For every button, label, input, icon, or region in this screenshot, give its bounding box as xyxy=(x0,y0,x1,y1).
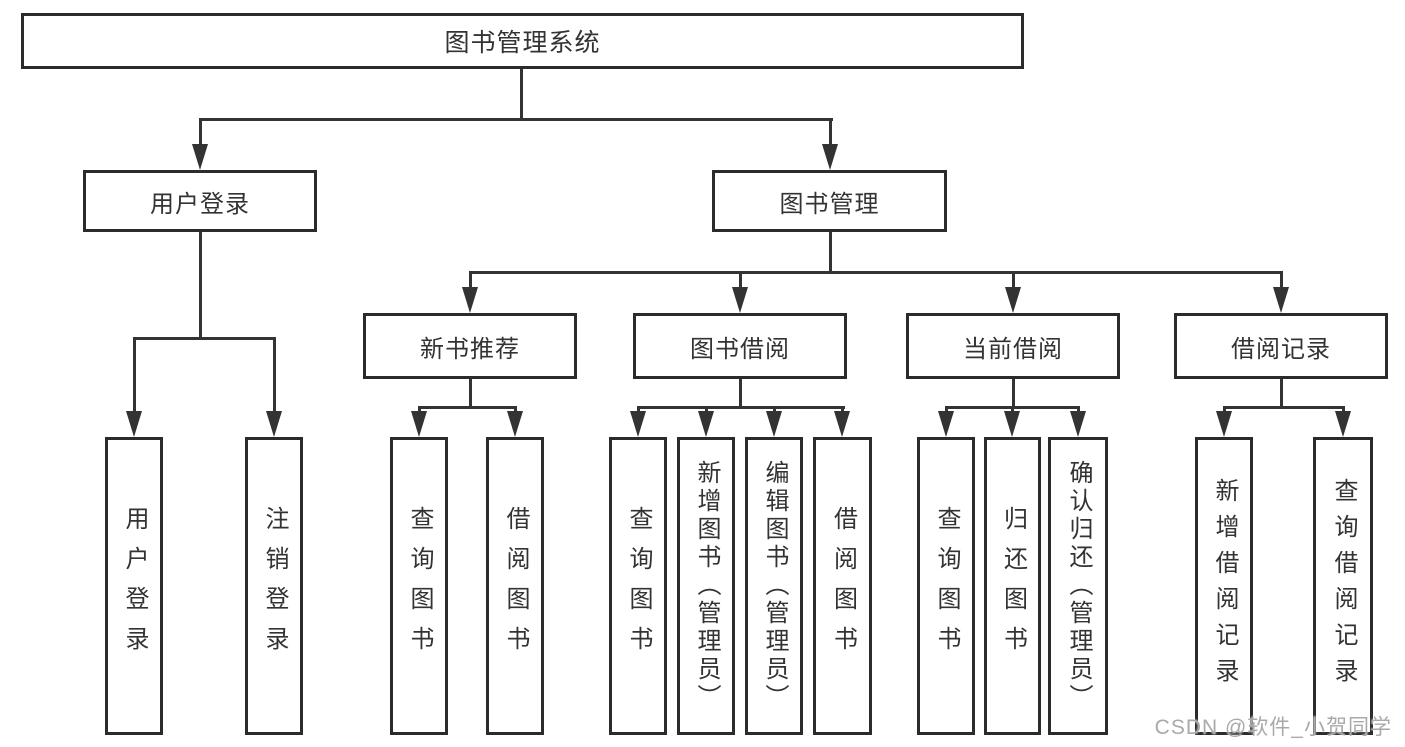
connector-to-current-borrowing xyxy=(1012,271,1015,291)
node-book-management: 图书管理 xyxy=(712,170,947,232)
connector-to-leaf-logout xyxy=(273,337,276,415)
arrow-down-icon xyxy=(1335,411,1351,437)
connector-level3-rail xyxy=(469,271,1283,274)
leaf-add-borrow-record: 新增借阅记录 xyxy=(1195,437,1253,735)
leaf-query-books-recommend: 查询图书 xyxy=(390,437,448,735)
connector-to-user-login xyxy=(199,118,202,148)
connector-user-login-stem xyxy=(199,232,202,340)
leaf-query-books-borrowing: 查询图书 xyxy=(609,437,667,735)
arrow-down-icon xyxy=(192,144,208,170)
arrow-down-icon xyxy=(834,411,850,437)
arrow-down-icon xyxy=(507,411,523,437)
connector-to-borrow-records xyxy=(1280,271,1283,291)
leaf-query-borrow-record: 查询借阅记录 xyxy=(1313,437,1373,735)
arrow-down-icon xyxy=(462,287,478,313)
arrow-down-icon xyxy=(1273,287,1289,313)
node-new-book-recommend: 新书推荐 xyxy=(363,313,577,379)
leaf-query-books-current: 查询图书 xyxy=(917,437,975,735)
leaf-add-books-admin: 新增图书（管理员） xyxy=(677,437,735,735)
arrow-down-icon xyxy=(822,144,838,170)
connector-root-stem xyxy=(520,69,523,121)
leaf-confirm-return-admin: 确认归还（管理员） xyxy=(1048,437,1108,735)
arrow-down-icon xyxy=(698,411,714,437)
node-user-login: 用户登录 xyxy=(83,170,317,232)
leaf-logout: 注销登录 xyxy=(245,437,303,735)
leaf-return-books: 归还图书 xyxy=(984,437,1041,735)
connector-records-rail xyxy=(1223,406,1345,409)
leaf-borrow-books-borrowing: 借阅图书 xyxy=(813,437,872,735)
node-borrow-records: 借阅记录 xyxy=(1174,313,1388,379)
arrow-down-icon xyxy=(266,411,282,437)
connector-borrowing-rail xyxy=(637,406,845,409)
connector-borrowing-stem xyxy=(739,379,742,409)
node-root-library-system: 图书管理系统 xyxy=(21,13,1024,69)
watermark-text: CSDN @软件_小贺同学 xyxy=(1154,716,1392,739)
connector-to-book-management xyxy=(829,118,832,148)
arrow-down-icon xyxy=(411,411,427,437)
arrow-down-icon xyxy=(1004,411,1020,437)
arrow-down-icon xyxy=(126,411,142,437)
connector-to-leaf-user-login xyxy=(133,337,136,415)
connector-level2-rail xyxy=(199,118,833,121)
connector-recommend-rail xyxy=(418,406,517,409)
arrow-down-icon xyxy=(766,411,782,437)
connector-recommend-stem xyxy=(469,379,472,409)
arrow-down-icon xyxy=(1005,287,1021,313)
node-book-borrowing: 图书借阅 xyxy=(633,313,847,379)
connector-to-book-borrowing xyxy=(739,271,742,291)
connector-records-stem xyxy=(1280,379,1283,409)
arrow-down-icon xyxy=(938,411,954,437)
connector-user-login-rail xyxy=(133,337,276,340)
leaf-edit-books-admin: 编辑图书（管理员） xyxy=(745,437,803,735)
node-current-borrowing: 当前借阅 xyxy=(906,313,1120,379)
connector-to-new-book-recommend xyxy=(469,271,472,291)
arrow-down-icon xyxy=(1070,411,1086,437)
leaf-user-login: 用户登录 xyxy=(105,437,163,735)
arrow-down-icon xyxy=(1216,411,1232,437)
arrow-down-icon xyxy=(630,411,646,437)
leaf-borrow-books-recommend: 借阅图书 xyxy=(486,437,544,735)
connector-book-management-stem xyxy=(829,232,832,274)
connector-current-stem xyxy=(1012,379,1015,409)
arrow-down-icon xyxy=(732,287,748,313)
